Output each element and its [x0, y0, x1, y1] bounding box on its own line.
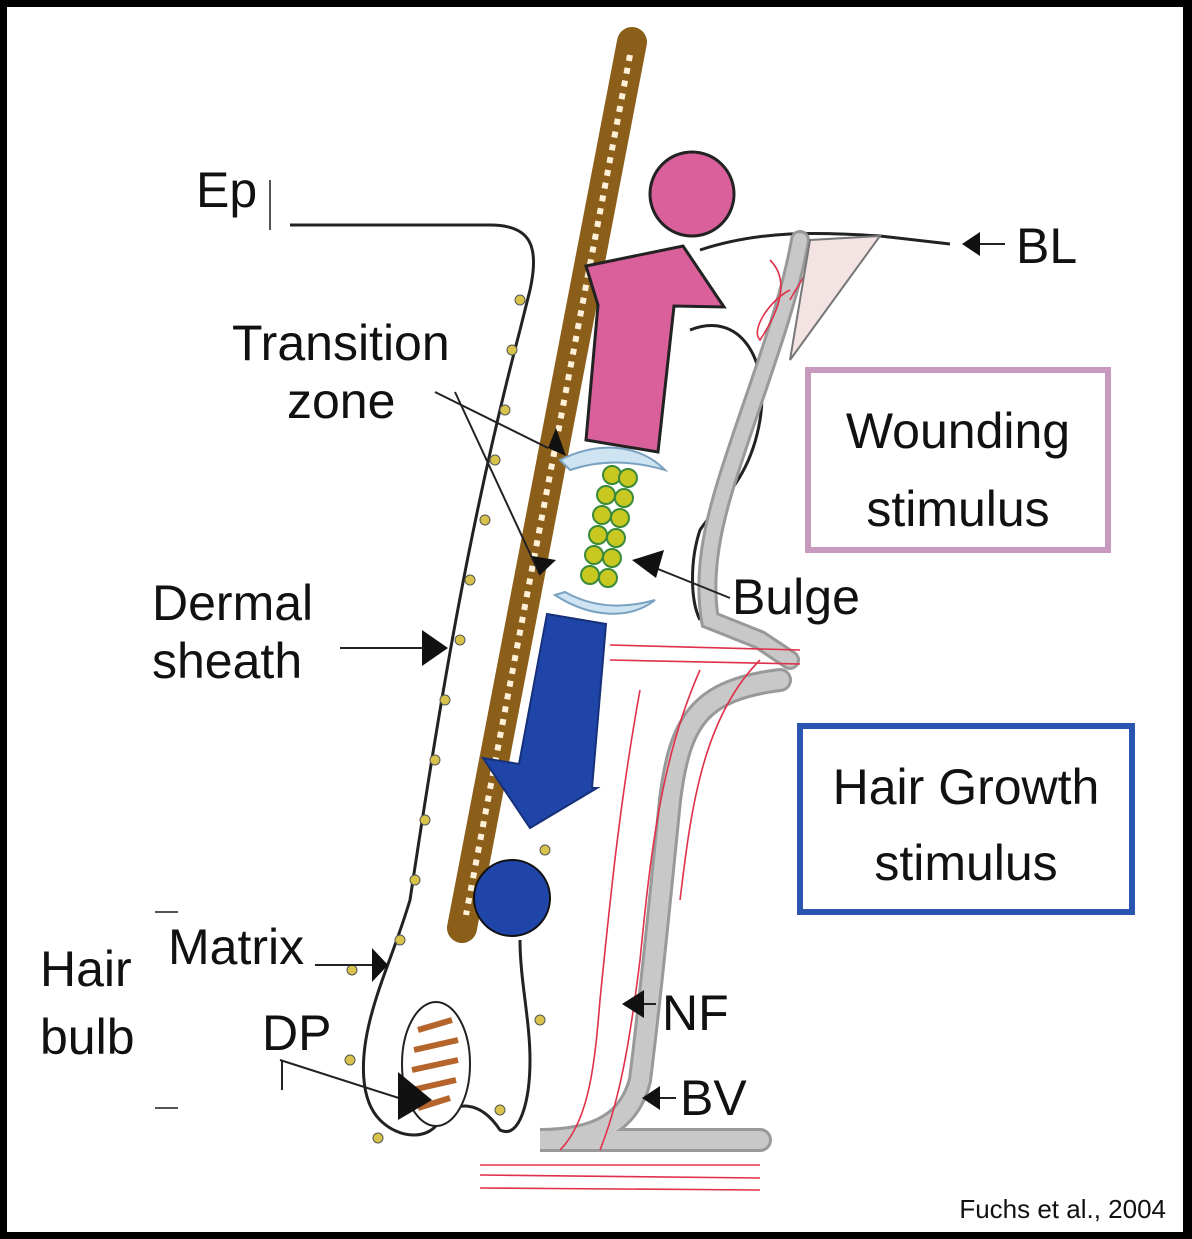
- growth-line1: Hair Growth: [833, 759, 1100, 815]
- label-dermal-line1: Dermal: [152, 575, 313, 631]
- label-bl: BL: [1016, 218, 1077, 274]
- bulge-arrowhead: [632, 550, 664, 578]
- label-ep: Ep: [196, 162, 257, 218]
- growth-line2: stimulus: [874, 835, 1057, 891]
- citation: Fuchs et al., 2004: [959, 1194, 1166, 1224]
- label-transition-line1: Transition: [232, 315, 450, 371]
- matrix-arrowhead: [372, 948, 388, 982]
- label-bulge: Bulge: [732, 569, 860, 625]
- wounding-arrow: [586, 246, 724, 452]
- wounding-line1: Wounding: [846, 403, 1070, 459]
- label-nf: NF: [662, 985, 729, 1041]
- label-dermal-line2: sheath: [152, 633, 302, 689]
- growth-stem-cell: [474, 860, 550, 936]
- bulge-cells: [581, 466, 637, 587]
- dermal-sheath-arrowhead: [422, 630, 448, 666]
- label-hair-line2: bulb: [40, 1009, 135, 1065]
- wounding-stem-cell: [650, 152, 734, 236]
- label-hair-line1: Hair: [40, 941, 132, 997]
- label-transition-line2: zone: [287, 373, 395, 429]
- label-matrix: Matrix: [168, 919, 304, 975]
- figure-canvas: Ep BL Transition zone Dermal sheath Bulg…: [7, 7, 1183, 1232]
- label-dp: DP: [262, 1005, 331, 1061]
- transition-crescent-lower: [555, 592, 655, 614]
- wounding-line2: stimulus: [866, 481, 1049, 537]
- label-bv: BV: [680, 1070, 747, 1126]
- bl-arrowhead: [962, 232, 980, 256]
- hair-follicle-diagram: Ep BL Transition zone Dermal sheath Bulg…: [7, 7, 1183, 1232]
